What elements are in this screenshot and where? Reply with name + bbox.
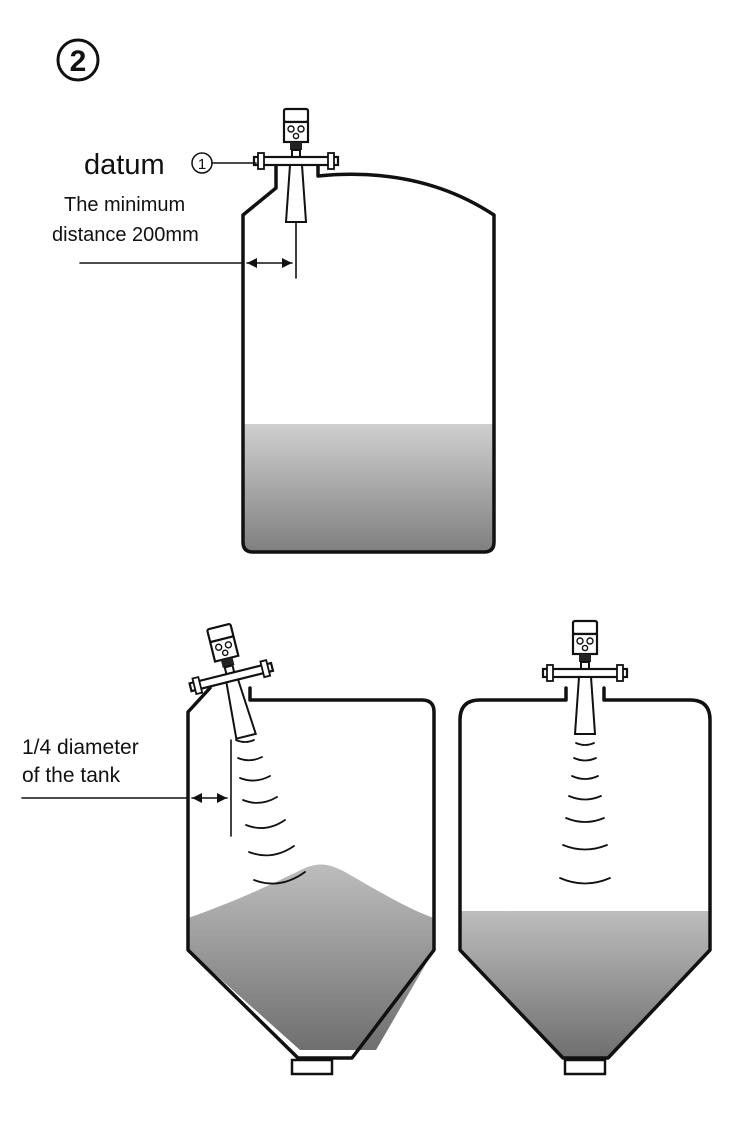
step-marker-number: 2: [70, 45, 87, 78]
lower-left-tank: [186, 686, 436, 1076]
datum-label: datum: [84, 149, 165, 181]
lower-left-tank-material: [188, 864, 434, 1050]
lower-left-radar-level-sensor-icon: [176, 615, 288, 748]
lower-right-tank-outlet: [563, 1058, 607, 1076]
lower-right-tank-outline: [458, 686, 712, 1060]
upper-radar-level-sensor-icon: [252, 107, 340, 224]
step-marker: 2: [56, 38, 100, 82]
min-distance-label-line1: The minimum: [64, 194, 185, 216]
min-distance-label-line2: distance 200mm: [52, 224, 199, 246]
quarter-diameter-dimension-arrow-icon: [21, 739, 232, 837]
lower-left-tank-outline: [186, 686, 436, 1060]
datum-marker-number: 1: [198, 156, 206, 173]
upper-tank-liquid: [243, 424, 494, 552]
lower-left-tank-outlet: [290, 1058, 334, 1076]
upper-tank: [241, 162, 496, 554]
lower-right-radar-level-sensor-icon: [541, 619, 629, 736]
lower-right-tank-liquid: [460, 911, 710, 1058]
step-marker-circle-icon: [56, 38, 100, 82]
lower-right-tank: [458, 686, 712, 1076]
quarter-diameter-label-line2: of the tank: [22, 764, 121, 787]
datum-marker: 1: [191, 152, 213, 174]
lower-right-radar-wave-icon: [559, 742, 611, 885]
upper-tank-outline: [241, 162, 496, 554]
quarter-diameter-label-line1: 1/4 diameter: [22, 736, 139, 759]
lower-left-radar-wave-icon: [235, 739, 306, 885]
min-distance-dimension-arrow-icon: [79, 221, 297, 279]
